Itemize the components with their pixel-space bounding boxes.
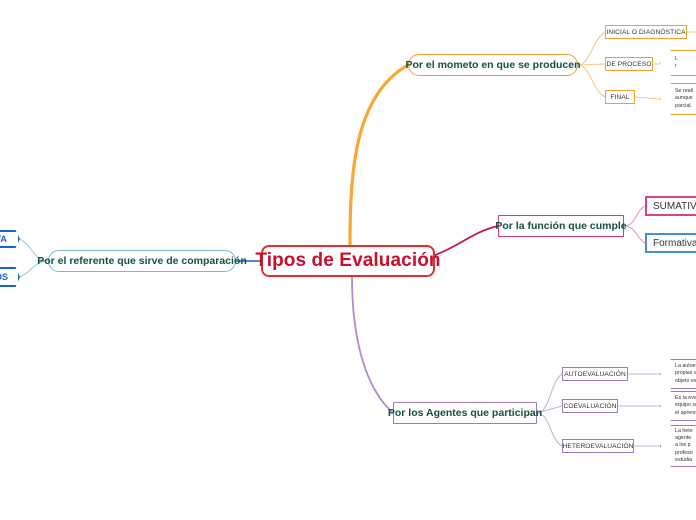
branch-node-funcion[interactable]: Por la función que cumple	[495, 215, 627, 237]
wire-root-funcion	[434, 225, 499, 256]
leaf-node-sumativa[interactable]: SUMATIV	[645, 196, 696, 216]
wire-momento-inicial	[577, 31, 606, 66]
leaf-node-final[interactable]: FINAL	[605, 90, 635, 104]
leaf-node-de-proceso[interactable]: DE PROCESO	[605, 57, 653, 71]
leaf-node-autoevaluacion[interactable]: AUTOEVALUACIÓN	[562, 367, 628, 381]
root-node[interactable]: Tipos de Evaluación	[255, 245, 441, 277]
wire-root-agentes	[351, 276, 394, 414]
leaf-node-coevaluacion[interactable]: COEVALUACIÓN	[562, 399, 618, 413]
wire-funcion-formativa	[623, 225, 646, 244]
wire-final-note	[634, 96, 661, 100]
leaf-node-normativa[interactable]: VA	[0, 230, 20, 248]
wire-funcion-sumativa	[623, 205, 646, 227]
leaf-node-formativa[interactable]: Formativa	[645, 233, 696, 253]
branch-node-agentes[interactable]: Por los Agentes que participan	[388, 402, 542, 424]
leaf-node-criterios[interactable]: OS	[0, 267, 20, 287]
branch-node-momento[interactable]: Por el mometo en que se producen	[405, 54, 581, 76]
leaf-node-inicial-o-diagnostica[interactable]: INICIAL O DIAGNÓSTICA	[605, 25, 687, 39]
note-callout-coevaluacion: Es la evaluacequipo sobreel aprendiza	[660, 391, 696, 421]
wire-momento-final	[577, 64, 606, 98]
wire-momento-proceso	[577, 63, 606, 66]
wire-root-momento	[348, 63, 410, 247]
leaf-node-heteroevaluacion[interactable]: HETEROEVALUACIÓN	[562, 439, 634, 453]
branch-node-referente[interactable]: Por el referente que sirve de comparació…	[37, 250, 247, 272]
